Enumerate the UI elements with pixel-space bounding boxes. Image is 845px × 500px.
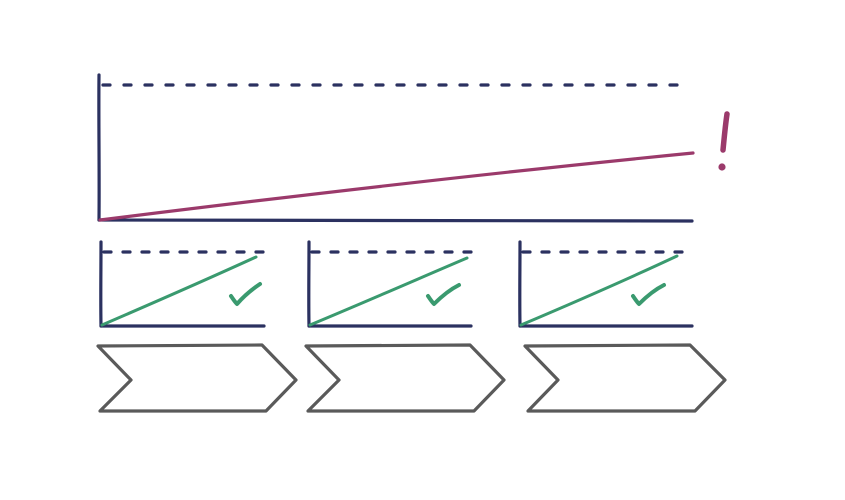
sub-chart-trend-line — [308, 256, 469, 327]
chevron-arrow-icon — [304, 343, 506, 413]
sub-chart — [518, 240, 694, 328]
chevron-arrow-icon — [96, 343, 298, 413]
check-icon — [426, 283, 461, 306]
main-chart-trend-line — [98, 151, 695, 222]
sub-chart-trend-line — [100, 255, 258, 327]
chevron-arrow-icon — [523, 343, 727, 413]
main-chart — [97, 73, 730, 223]
main-chart-x-axis — [97, 218, 694, 223]
sub-chart — [99, 240, 268, 328]
phase-row — [96, 343, 727, 413]
exclamation-icon — [718, 111, 730, 171]
check-icon — [229, 282, 262, 306]
check-icon — [631, 283, 666, 306]
exclamation-dot — [718, 163, 726, 171]
sub-chart — [307, 240, 473, 328]
sub-chart-trend-line — [519, 254, 679, 327]
exclamation-stroke — [720, 111, 730, 153]
